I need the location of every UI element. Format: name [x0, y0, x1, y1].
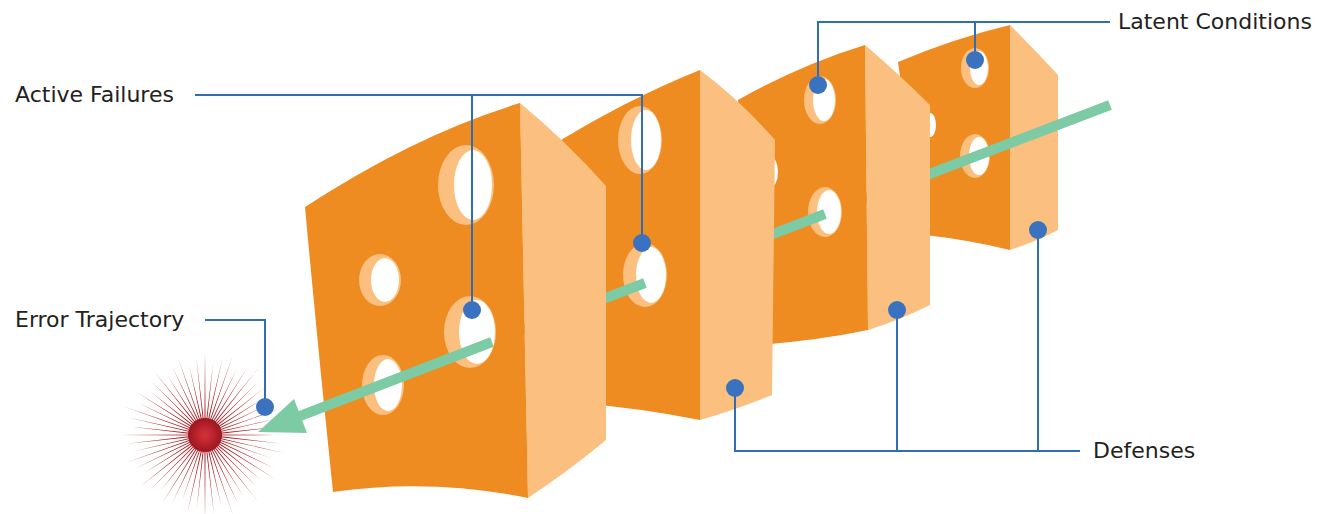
leader-line [896, 310, 898, 451]
cheese-hole [359, 254, 401, 306]
leader-dot [809, 76, 827, 94]
leader-dot [966, 51, 984, 69]
leader-line [205, 320, 265, 407]
cheese-hole [636, 247, 666, 303]
leader-dot [463, 301, 481, 319]
cheese-side [865, 45, 930, 330]
cheese-slice [305, 103, 528, 498]
accident-burst [120, 351, 285, 514]
leader-line [735, 388, 1080, 451]
cheese-hole [618, 106, 662, 174]
cheese-hole [631, 110, 661, 170]
error-trajectory-line [300, 342, 492, 416]
cheese-hole [371, 258, 399, 302]
leader-dot [1029, 221, 1047, 239]
leader-dot [888, 301, 906, 319]
callout-label: Active Failures [15, 82, 174, 108]
leader-lines [195, 22, 1110, 451]
leader-dot [633, 234, 651, 252]
cheese-hole [438, 145, 494, 225]
leader-line [818, 22, 1110, 85]
cheese-hole [961, 48, 989, 88]
leader-dot [726, 379, 744, 397]
callout-label: Error Trajectory [15, 307, 184, 333]
burst-core [188, 418, 222, 452]
callout-label: Latent Conditions [1118, 9, 1312, 35]
cheese-side [520, 103, 606, 498]
leader-line [472, 95, 642, 243]
leader-dot [256, 398, 274, 416]
cheese-hole [623, 243, 667, 307]
cheese-hole [804, 76, 836, 124]
callout-label: Defenses [1093, 438, 1195, 464]
cheese-hole [808, 187, 842, 237]
burst-spikes [120, 351, 285, 514]
leader-line [195, 95, 472, 310]
leader-dots [256, 51, 1047, 416]
leader-line [1037, 230, 1039, 451]
cheese-side [700, 70, 775, 420]
